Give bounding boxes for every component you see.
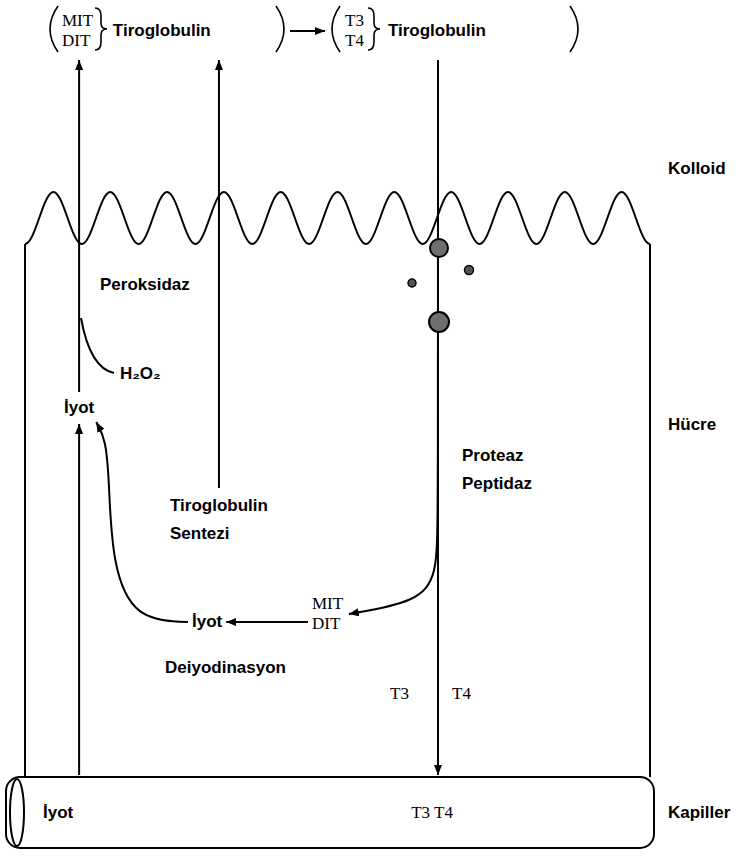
label-anchor: Hücre — [668, 413, 716, 437]
capillary-tube: İyot T3 T4 — [5, 775, 655, 850]
label-anchor: Kapiller — [668, 801, 730, 825]
brace — [368, 8, 380, 50]
part-label: Kapiller — [668, 801, 730, 825]
node-text: Tiroglobulin — [113, 19, 211, 43]
colloid-vesicle — [429, 312, 449, 332]
label-anchor: Peroksidaz — [100, 273, 190, 297]
text-node: MIT DIT — [310, 592, 345, 636]
capillary-wall — [6, 777, 654, 848]
text-node: MIT DIT Tiroglobulin — [45, 2, 290, 60]
capillary-opening — [10, 779, 24, 846]
bracket — [332, 6, 340, 52]
part-label: Proteaz Peptidaz — [462, 442, 532, 498]
part-label: Deiyodinasyon — [165, 656, 286, 680]
node-text: İyot — [64, 396, 94, 420]
connector-arrow — [226, 621, 308, 623]
connector-arrow — [290, 30, 325, 32]
bracket — [570, 6, 578, 52]
connector-arrow — [218, 60, 220, 488]
node-text: İyot — [43, 801, 73, 825]
text-node: İyot — [62, 394, 96, 422]
cell-wall — [649, 244, 651, 777]
label-anchor: Proteaz Peptidaz — [462, 442, 532, 498]
part-label: T3 — [390, 684, 409, 704]
connector-arrow — [96, 422, 188, 622]
cell-wall — [24, 244, 26, 777]
colloid-membrane — [25, 192, 650, 244]
node-text: Tiroglobulin Sentezi — [170, 492, 268, 548]
part-label: H₂O₂ — [120, 362, 161, 386]
connector-arrow — [78, 424, 80, 775]
node-text: T3 T4 — [345, 11, 364, 51]
colloid-vesicle — [465, 266, 474, 275]
connector-arrow — [78, 60, 80, 392]
part-label: T4 — [452, 684, 471, 704]
label-anchor: T3 — [390, 684, 409, 704]
node-text: T3 T4 — [411, 803, 453, 823]
capillary-outline — [5, 775, 655, 850]
peroxide-line — [81, 318, 114, 373]
text-node: Tiroglobulin Sentezi — [168, 490, 270, 550]
label-anchor: H₂O₂ — [120, 362, 161, 386]
node-text: MIT DIT — [312, 594, 343, 634]
node-text: İyot — [192, 610, 222, 634]
brace — [95, 8, 107, 50]
text-node: T3 T4 Tiroglobulin — [325, 2, 585, 60]
part-label: Kolloid — [668, 157, 726, 181]
colloid-vesicle — [408, 279, 416, 287]
node-text: MIT DIT — [62, 11, 93, 51]
label-anchor: Kolloid — [668, 157, 726, 181]
label-anchor: T4 — [452, 684, 471, 704]
label-anchor: Deiyodinasyon — [165, 656, 286, 680]
bracket — [276, 6, 284, 52]
colloid-vesicle — [430, 239, 448, 257]
bracket — [50, 6, 58, 52]
node-text: Tiroglobulin — [388, 19, 486, 43]
part-label: Peroksidaz — [100, 273, 190, 297]
part-label: Hücre — [668, 413, 716, 437]
text-node: İyot — [190, 608, 224, 636]
connector-arrow — [349, 60, 438, 614]
